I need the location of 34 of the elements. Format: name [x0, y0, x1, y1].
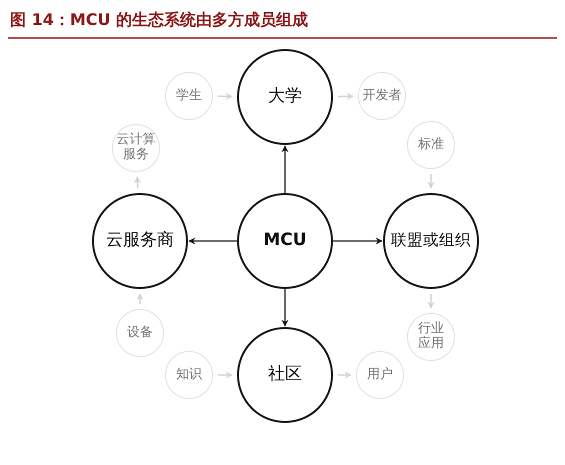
arrow	[428, 174, 434, 189]
topic-circle	[165, 351, 213, 399]
arrow	[428, 294, 434, 309]
arrow	[338, 372, 352, 378]
figure-title: 图 14：MCU 的生态系统由多方成员组成	[10, 10, 308, 31]
node-label: 用户	[367, 368, 393, 382]
node-label: 开发者	[362, 88, 402, 104]
arrow	[282, 289, 288, 327]
node-label: 云服务商	[106, 231, 174, 251]
arrow	[338, 92, 354, 100]
topic-circle	[356, 351, 404, 399]
node-label: 社区	[268, 365, 302, 385]
arrow	[333, 238, 383, 244]
arrow	[218, 372, 233, 378]
arrow	[188, 238, 237, 244]
arrow	[282, 145, 288, 193]
topic-circle	[358, 72, 406, 120]
node-label: 大学	[268, 87, 302, 107]
node-label: MCU	[263, 231, 307, 251]
topic-circle	[112, 124, 160, 172]
node-label: 行业应用	[417, 322, 445, 352]
node-label: 学生	[176, 88, 202, 104]
arrow	[218, 92, 233, 100]
node-label: 知识	[176, 368, 202, 382]
node-label: 云计算服务	[116, 133, 156, 163]
node-label: 联盟或组织	[391, 232, 471, 250]
node-label: 设备	[127, 326, 153, 340]
node-label: 标准	[418, 138, 444, 152]
topic-circle	[116, 309, 164, 357]
arrow	[134, 176, 142, 188]
arrow	[136, 293, 144, 304]
topic-circle	[165, 72, 213, 120]
topic-circle	[407, 313, 455, 361]
topic-circle	[407, 121, 455, 169]
